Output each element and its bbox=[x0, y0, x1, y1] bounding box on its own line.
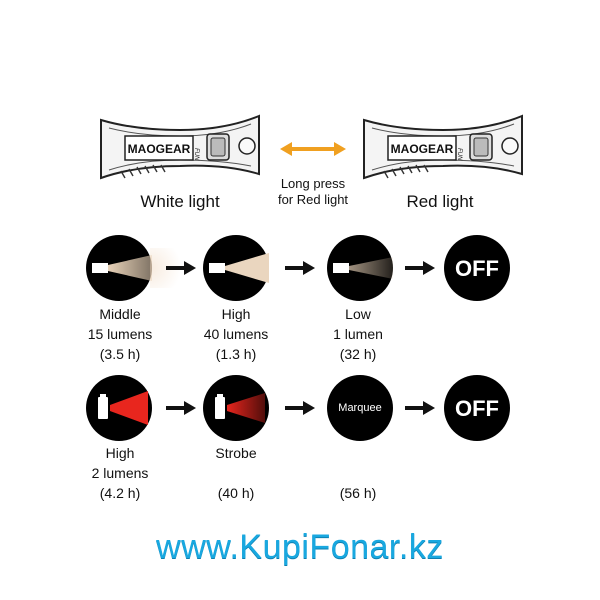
white-high-text: High 40 lumens (1.3 h) bbox=[181, 304, 291, 364]
red-light-caption: Red light bbox=[406, 192, 474, 211]
swap-line1: Long press bbox=[280, 176, 346, 191]
mode-runtime: (3.5 h) bbox=[99, 346, 141, 362]
mode-name: High bbox=[105, 445, 135, 461]
red-off-icon: OFF bbox=[444, 375, 510, 441]
device-badge: FUN bbox=[193, 148, 199, 161]
white-low-text: Low 1 lumen (32 h) bbox=[303, 304, 413, 364]
mode-runtime: (56 h) bbox=[339, 485, 377, 501]
device-brand: MAOGEAR bbox=[391, 142, 454, 156]
white-off-icon: OFF bbox=[444, 235, 510, 301]
device-brand: MAOGEAR bbox=[128, 142, 191, 156]
mode-lumens: 1 lumen bbox=[333, 326, 383, 342]
headlamp-red-illustration: MAOGEAR FUN bbox=[363, 114, 523, 180]
white-low-beam-icon bbox=[327, 235, 393, 301]
headlamp-white-illustration: MAOGEAR FUN bbox=[100, 114, 260, 180]
red-strobe-text: Strobe (40 h) bbox=[181, 443, 291, 503]
white-middle-text: Middle 15 lumens (3.5 h) bbox=[65, 304, 175, 364]
mode-name: Strobe bbox=[215, 445, 257, 461]
mode-lumens: 15 lumens bbox=[87, 326, 153, 342]
arrow-right-icon bbox=[166, 401, 196, 415]
mode-runtime: (32 h) bbox=[339, 346, 377, 362]
white-middle-beam-icon bbox=[86, 235, 152, 301]
mode-name: Middle bbox=[99, 306, 141, 322]
swap-caption: Long press for Red light bbox=[253, 176, 373, 208]
white-light-caption: White light bbox=[140, 192, 220, 211]
mode-runtime: (4.2 h) bbox=[99, 485, 141, 501]
marquee-label: Marquee bbox=[338, 402, 381, 414]
mode-name: Low bbox=[345, 306, 371, 322]
arrow-right-icon bbox=[285, 261, 315, 275]
swap-arrow-icon bbox=[280, 142, 346, 156]
white-high-beam-icon bbox=[203, 235, 269, 301]
swap-line2: for Red light bbox=[277, 192, 349, 207]
watermark-text: www.KupiFonar.kz bbox=[156, 528, 444, 566]
red-marquee-text: (56 h) bbox=[303, 483, 413, 503]
mode-name: High bbox=[221, 306, 251, 322]
red-high-beam-icon bbox=[86, 375, 152, 441]
arrow-right-icon bbox=[405, 261, 435, 275]
arrow-right-icon bbox=[405, 401, 435, 415]
device-badge: FUN bbox=[456, 148, 462, 161]
mode-lumens bbox=[181, 463, 291, 483]
red-high-text: High 2 lumens (4.2 h) bbox=[65, 443, 175, 503]
arrow-right-icon bbox=[285, 401, 315, 415]
mode-lumens: 2 lumens bbox=[91, 465, 149, 481]
arrow-right-icon bbox=[166, 261, 196, 275]
red-strobe-beam-icon bbox=[203, 375, 269, 441]
mode-lumens: 40 lumens bbox=[203, 326, 269, 342]
mode-runtime: (40 h) bbox=[217, 485, 255, 501]
mode-runtime: (1.3 h) bbox=[215, 346, 257, 362]
off-label: OFF bbox=[455, 256, 499, 281]
off-label: OFF bbox=[455, 396, 499, 421]
red-marquee-icon: Marquee bbox=[327, 375, 393, 441]
